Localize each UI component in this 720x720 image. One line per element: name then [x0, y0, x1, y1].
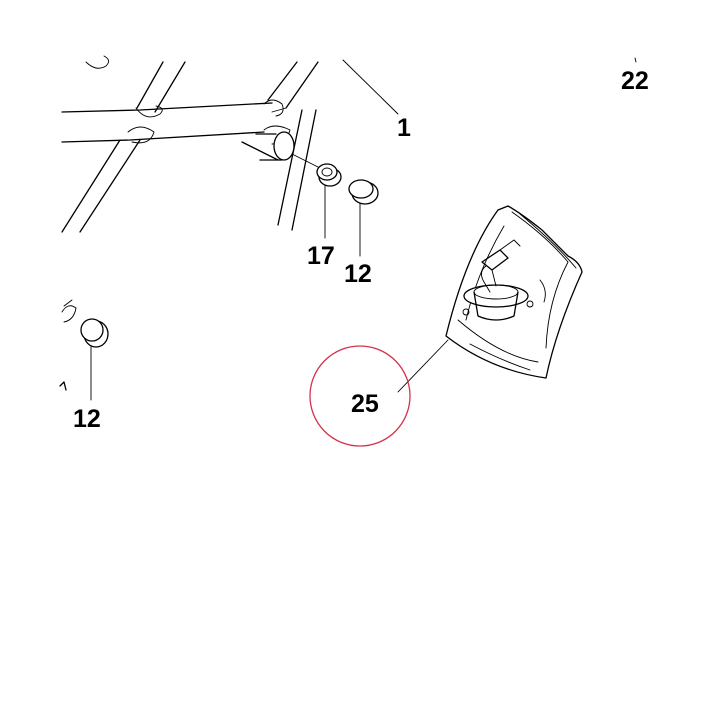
bushing-part: [316, 163, 342, 187]
callout-labels: 1 22 17 12 12 25: [73, 67, 649, 433]
tube-end: [273, 131, 295, 161]
callout-part-22: 22: [621, 67, 649, 95]
callout-grommet-a: 12: [344, 260, 372, 288]
callout-lamp: 25: [351, 390, 379, 418]
grommet-part-upper: [348, 179, 379, 205]
grommet-part-lower: [61, 299, 109, 348]
frame-assembly: [59, 55, 319, 391]
lamp-assembly: [445, 205, 583, 379]
leader-lines: [90, 57, 637, 401]
callout-bushing: 17: [307, 242, 335, 270]
callout-frame: 1: [397, 114, 411, 142]
highlight-circle: [309, 345, 411, 447]
callout-grommet-b: 12: [73, 405, 101, 433]
